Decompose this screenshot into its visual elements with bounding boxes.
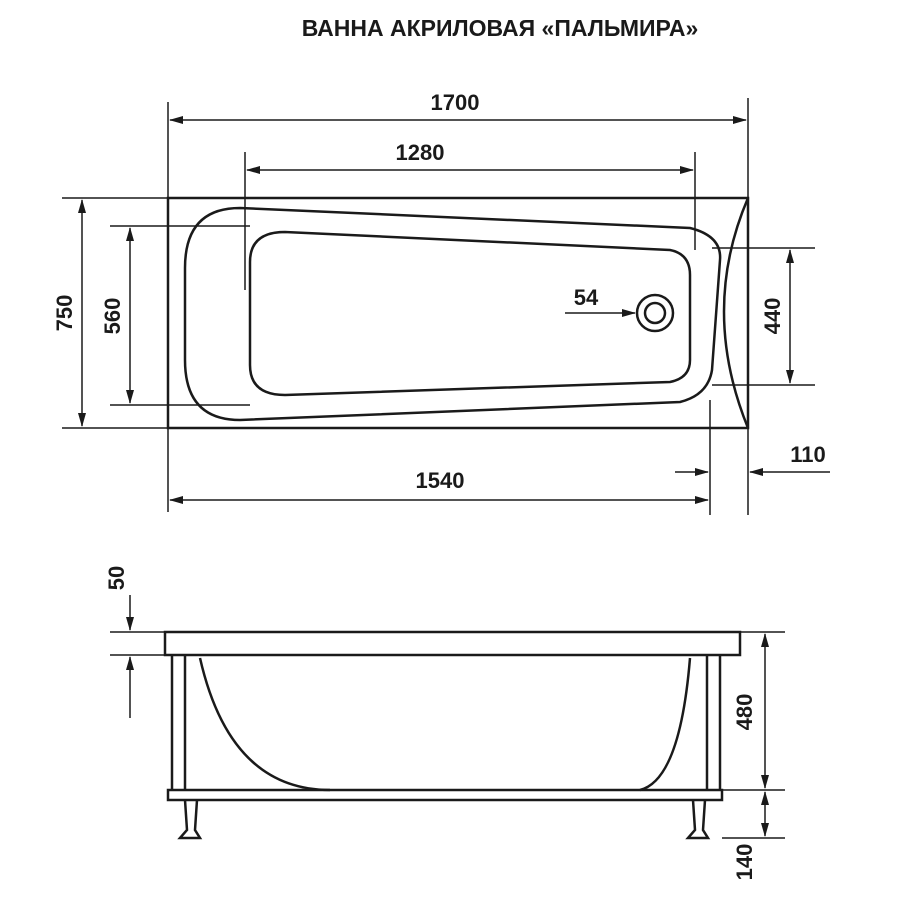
- basin-outline: [248, 230, 692, 397]
- drain-icon: [635, 293, 675, 333]
- dim-1700: 1700: [431, 90, 480, 115]
- top-view: [166, 196, 750, 430]
- tub-curve-left: [198, 657, 331, 792]
- dim-140: 140: [732, 844, 757, 881]
- dim-750: 750: [52, 295, 77, 332]
- tub-curve-right: [639, 657, 692, 792]
- dim-54: 54: [574, 285, 599, 310]
- dim-1540: 1540: [416, 468, 465, 493]
- leg-left: [177, 799, 203, 840]
- side-dimensions: [110, 595, 785, 839]
- dim-440: 440: [760, 298, 785, 335]
- frame-bar: [166, 788, 724, 802]
- tub-outline: [166, 196, 750, 430]
- dim-560: 560: [100, 298, 125, 335]
- rim-inner-outline: [183, 206, 722, 422]
- drawing-title: ВАННА АКРИЛОВАЯ «ПАЛЬМИРА»: [302, 15, 699, 41]
- dim-1280: 1280: [396, 140, 445, 165]
- end-curve: [722, 197, 750, 429]
- dim-480: 480: [732, 694, 757, 731]
- top-dimensions: [62, 98, 830, 515]
- leg-right: [685, 799, 711, 840]
- rim: [163, 630, 742, 657]
- dim-110: 110: [790, 442, 826, 467]
- dim-50: 50: [104, 566, 129, 590]
- side-view: [163, 630, 742, 840]
